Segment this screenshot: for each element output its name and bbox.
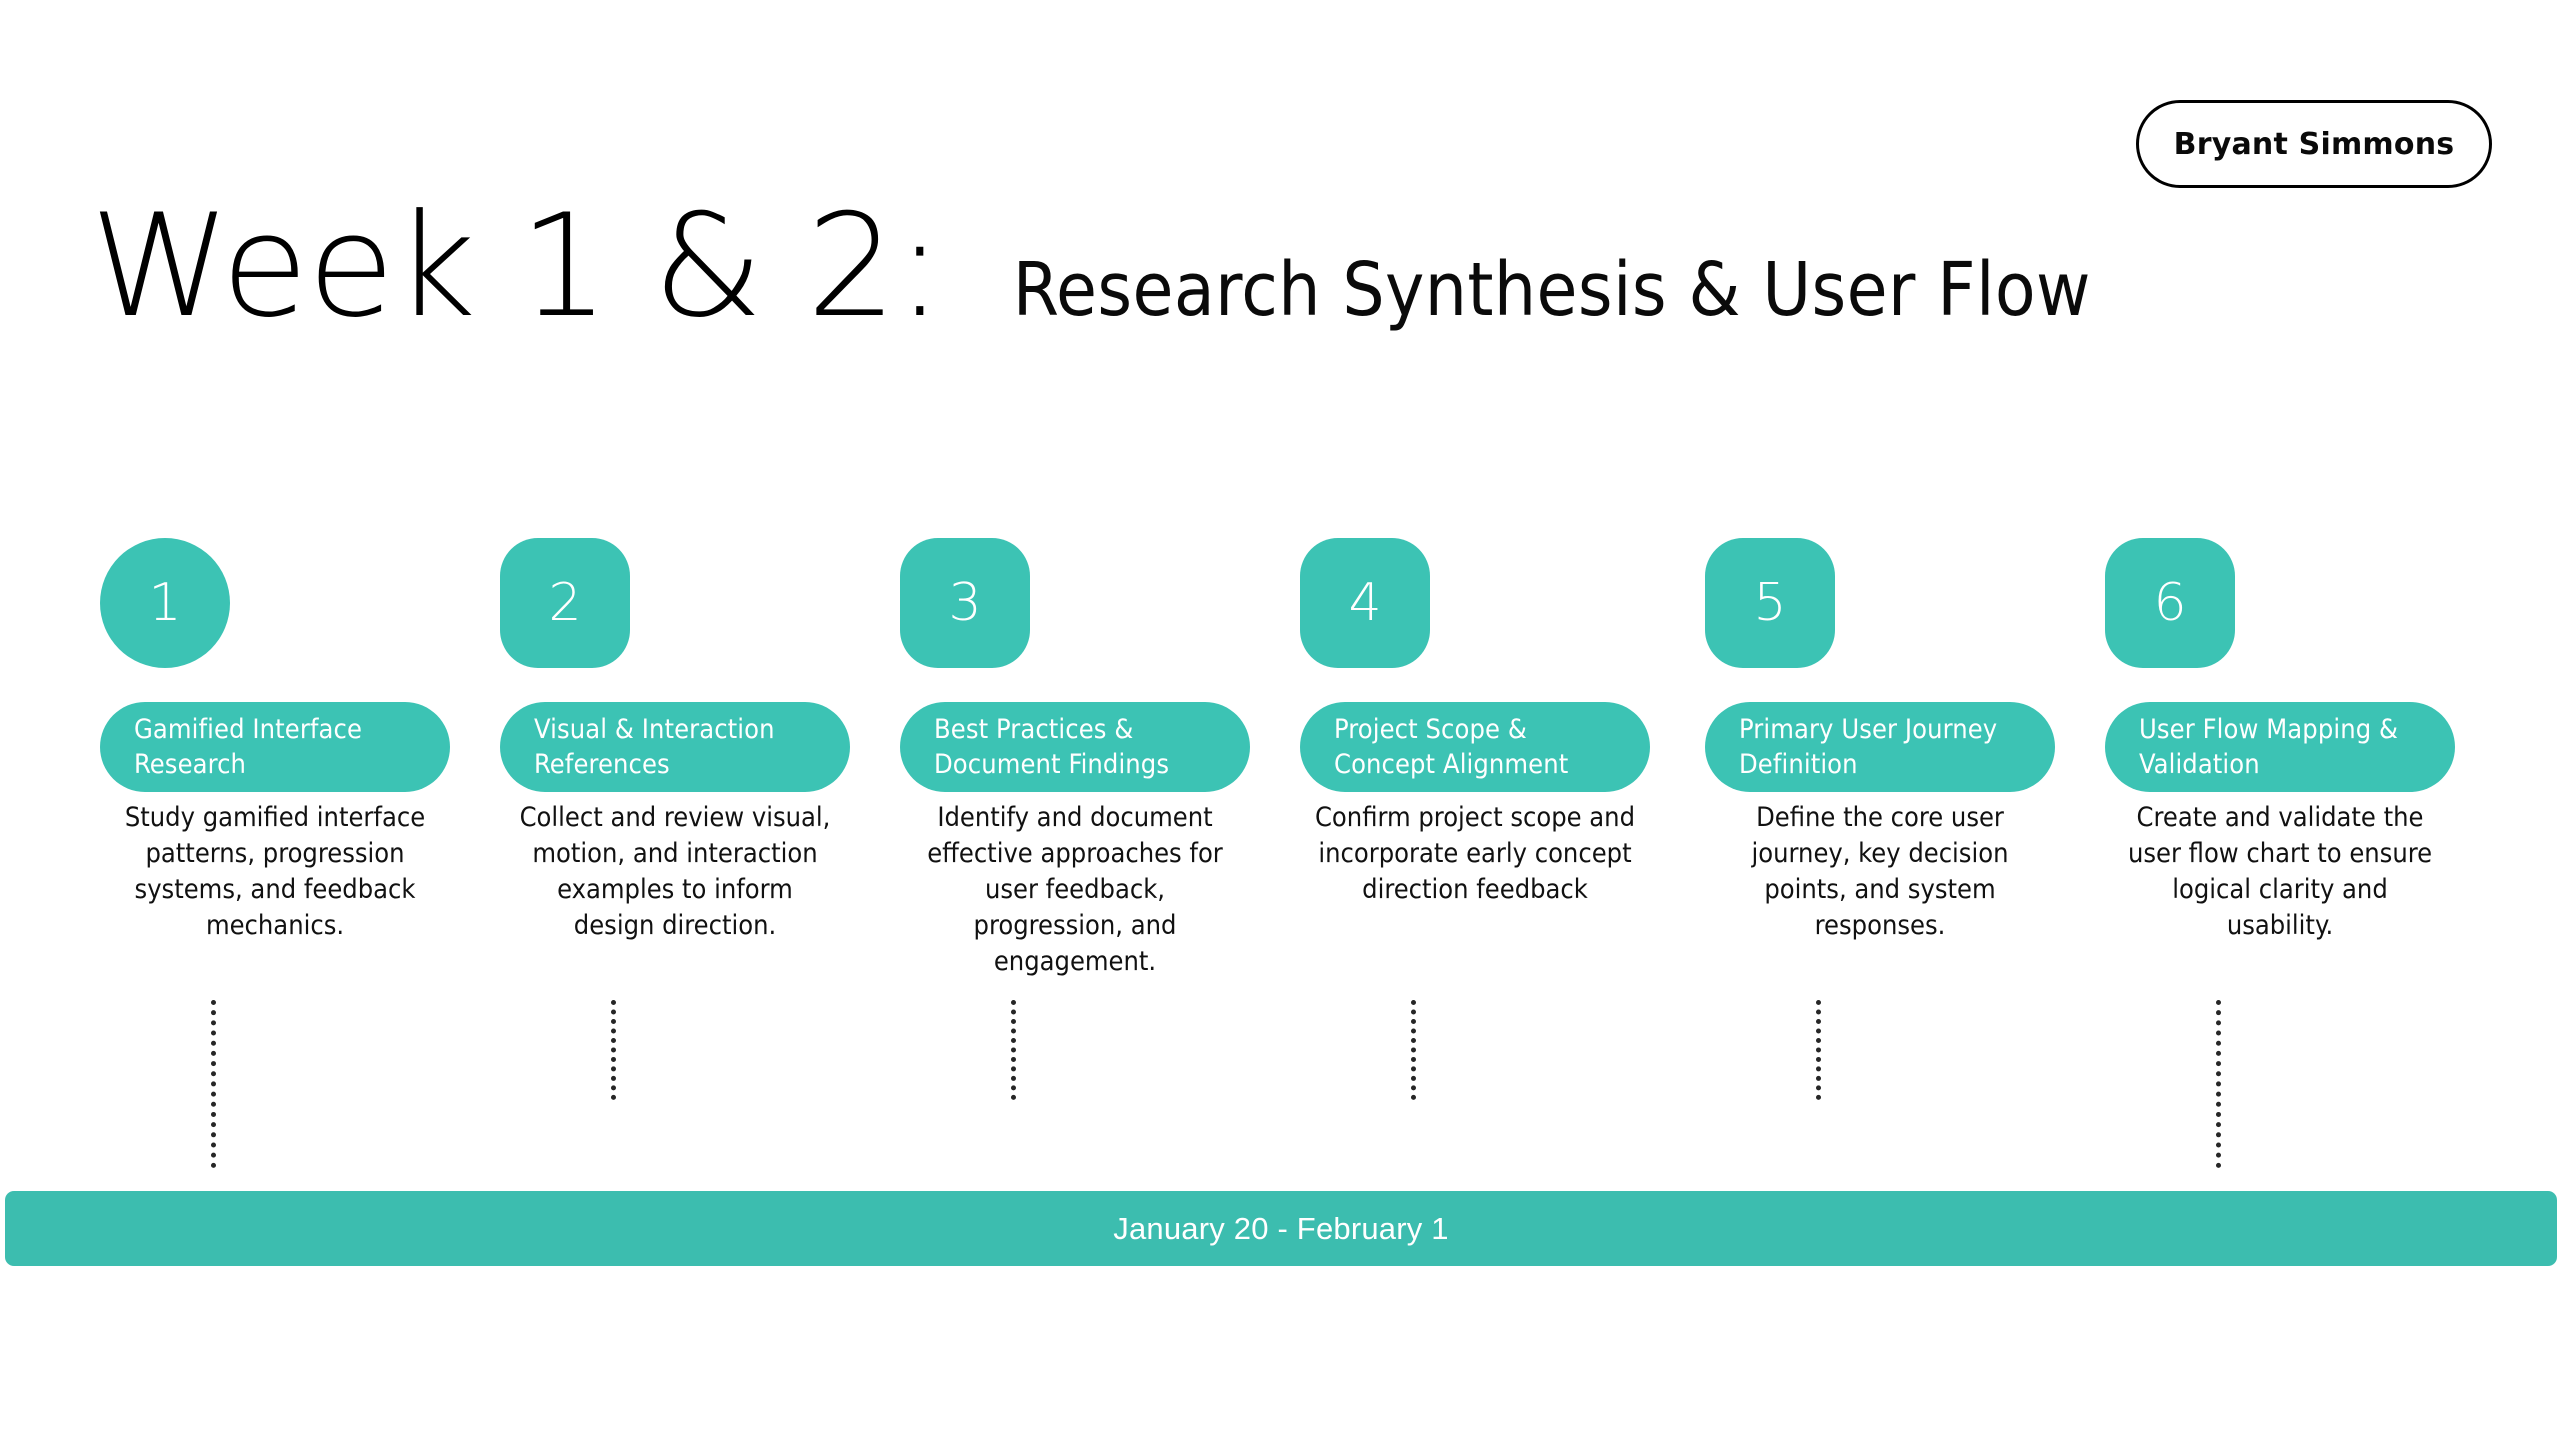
presenter-name-badge: Bryant Simmons	[2136, 100, 2492, 188]
step-title-pill[interactable]: Best Practices & Document Findings	[900, 702, 1250, 792]
step-number-label: 6	[2153, 573, 2187, 633]
page-title-subtitle: Research Synthesis & User Flow	[1012, 247, 2091, 333]
step-title-pill[interactable]: User Flow Mapping & Validation	[2105, 702, 2455, 792]
step-number-badge[interactable]: 3	[900, 538, 1030, 668]
step-title-label: User Flow Mapping & Validation	[2139, 713, 2399, 780]
step-connector-dots	[1411, 1000, 1416, 1100]
step-description: Study gamified interface patterns, progr…	[124, 802, 426, 941]
presenter-name-label: Bryant Simmons	[2173, 126, 2455, 162]
step-number-badge[interactable]: 5	[1705, 538, 1835, 668]
step-number-label: 4	[1348, 573, 1382, 633]
step-description: Confirm project scope and incorporate ea…	[1314, 802, 1636, 905]
step-title-pill[interactable]: Gamified Interface Research	[100, 702, 450, 792]
step-connector-dots	[1011, 1000, 1016, 1100]
step-number-label: 5	[1753, 573, 1787, 633]
date-range-label: January 20 - February 1	[1113, 1210, 1449, 1246]
step-connector-dots	[611, 1000, 616, 1100]
step-number-label: 3	[948, 573, 982, 633]
step-number-label: 1	[148, 573, 182, 633]
page-title: Week 1 & 2: Research Synthesis & User Fl…	[90, 196, 2091, 338]
step-description: Collect and review visual, motion, and i…	[519, 802, 831, 941]
step-connector-dots	[211, 1000, 216, 1168]
step-connector-dots	[1816, 1000, 1821, 1100]
step-number-label: 2	[548, 573, 582, 633]
step-title-pill[interactable]: Visual & Interaction References	[500, 702, 850, 792]
step-number-badge[interactable]: 4	[1300, 538, 1430, 668]
step-title-label: Visual & Interaction References	[534, 713, 775, 780]
step-title-label: Project Scope & Concept Alignment	[1334, 713, 1569, 780]
step-number-badge[interactable]: 1	[100, 538, 230, 668]
step-title-pill[interactable]: Project Scope & Concept Alignment	[1300, 702, 1650, 792]
step-title-label: Primary User Journey Definition	[1739, 713, 1998, 780]
step-number-badge[interactable]: 6	[2105, 538, 2235, 668]
date-range-bar: January 20 - February 1	[5, 1191, 2557, 1266]
page-title-main: Week 1 & 2:	[90, 184, 944, 349]
step-title-label: Best Practices & Document Findings	[934, 713, 1170, 780]
step-number-badge[interactable]: 2	[500, 538, 630, 668]
step-description: Create and validate the user flow chart …	[2127, 802, 2433, 941]
step-title-pill[interactable]: Primary User Journey Definition	[1705, 702, 2055, 792]
step-description: Define the core user journey, key decisi…	[1751, 802, 2009, 941]
step-title-label: Gamified Interface Research	[134, 713, 363, 780]
step-connector-dots	[2216, 1000, 2221, 1168]
step-description: Identify and document effective approach…	[927, 802, 1223, 977]
